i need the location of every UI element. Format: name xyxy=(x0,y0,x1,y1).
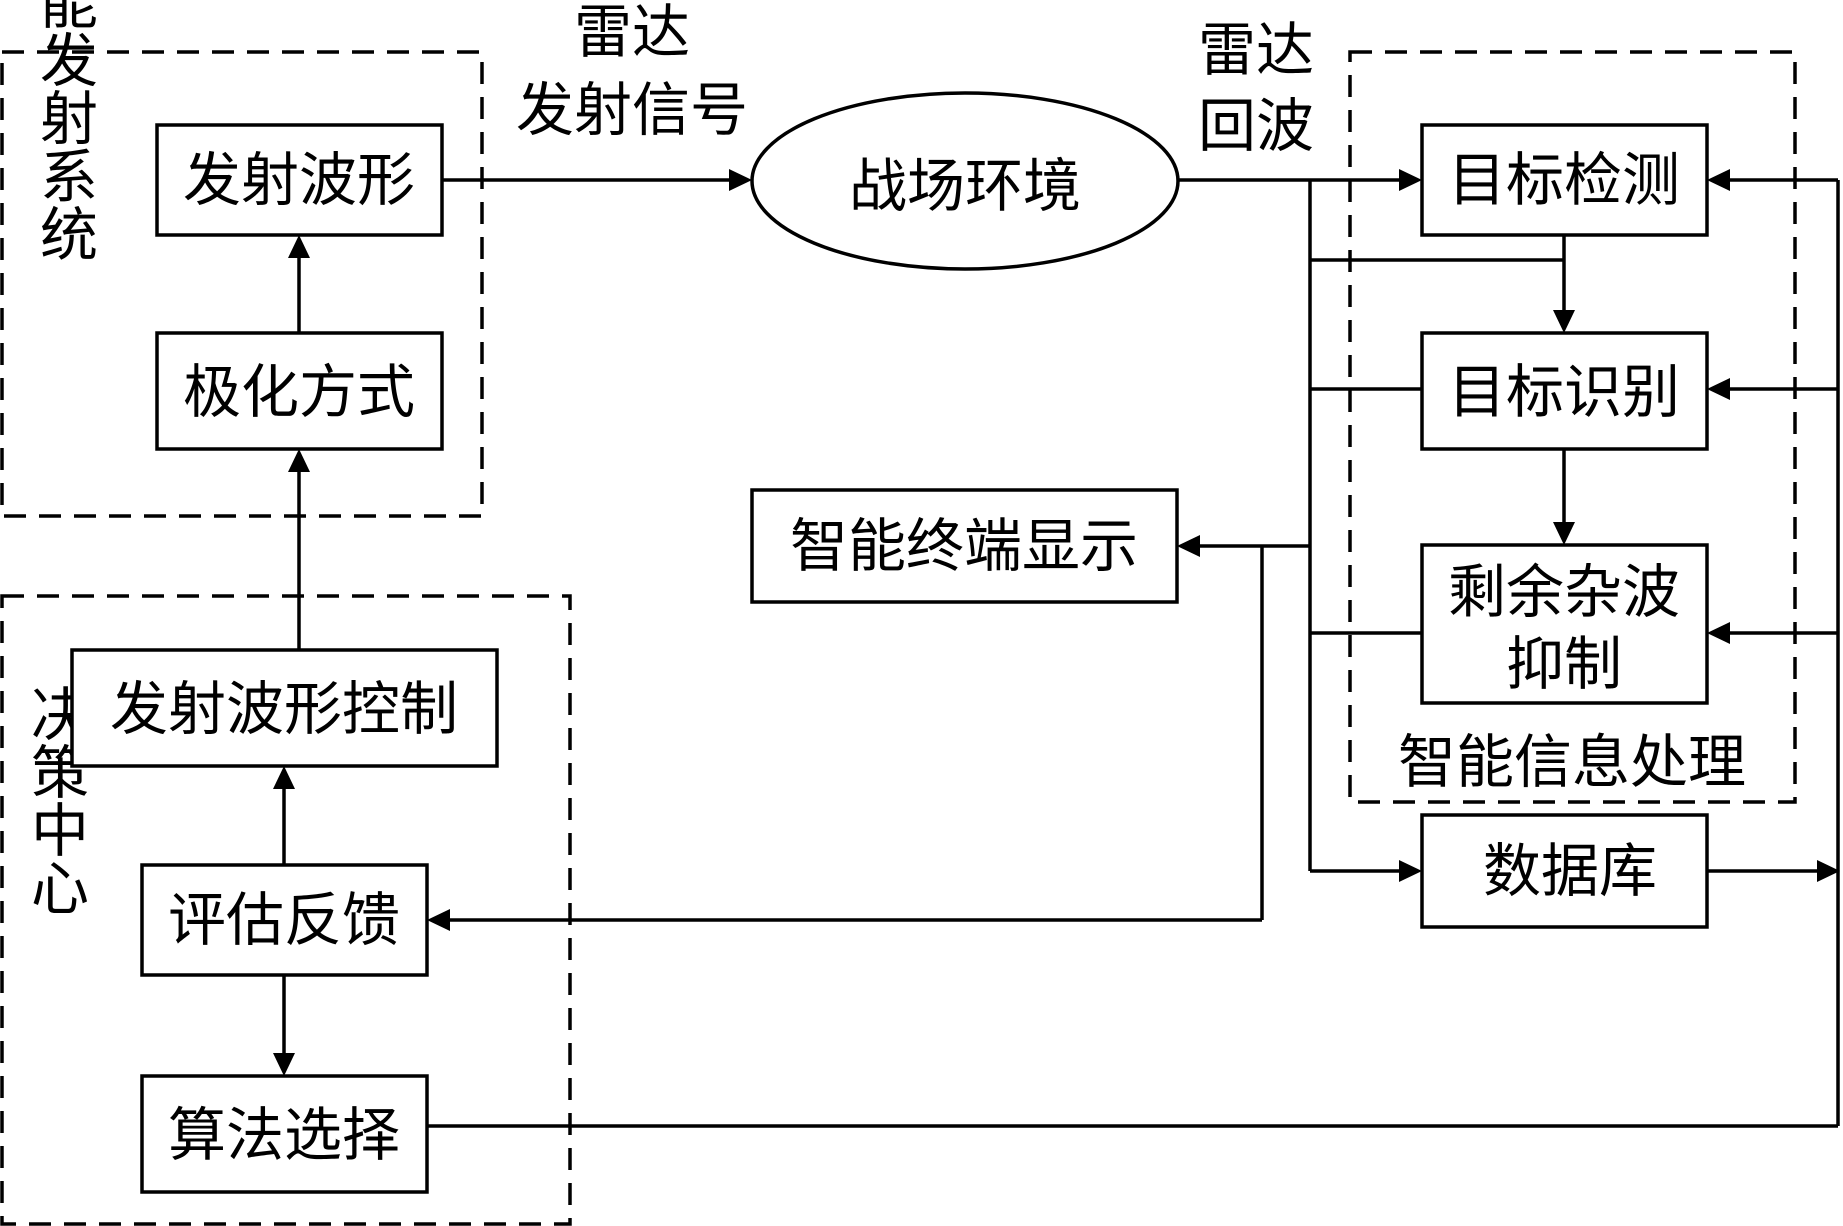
waveform-control-label: 发射波形控制 xyxy=(110,675,458,743)
algorithm-selection-box xyxy=(140,1074,429,1194)
algo-to-detection-arrow xyxy=(1707,169,1730,191)
detection-to-recognition-arrow xyxy=(1553,310,1575,333)
battlefield-label: 战场环境 xyxy=(849,152,1081,220)
radar-tx-label-2: 发射信号 xyxy=(516,76,748,144)
evaluation-feedback-label: 评估反馈 xyxy=(168,886,400,954)
terminal-display-box xyxy=(750,488,1179,604)
feedback-to-control-arrow xyxy=(273,766,295,789)
radar-echo-label-1: 雷达 xyxy=(1198,16,1314,84)
battlefield-to-detection-arrow xyxy=(1399,169,1422,191)
terminal-display-label: 智能终端显示 xyxy=(790,512,1138,580)
feedback-to-algorithm-arrow xyxy=(273,1053,295,1076)
database-box xyxy=(1420,813,1709,929)
radar-echo-label-2: 回波 xyxy=(1198,92,1314,160)
algo-to-clutter-arrow xyxy=(1707,622,1730,644)
control-to-polarization-arrow xyxy=(288,449,310,472)
polarization-box xyxy=(155,331,444,451)
bus-to-terminal-arrow xyxy=(1177,535,1200,557)
database-label: 数据库 xyxy=(1483,837,1657,905)
algo-to-recognition-arrow xyxy=(1707,378,1730,400)
transmit-system-frame xyxy=(0,50,484,518)
bus-to-database-arrow xyxy=(1399,860,1422,882)
info-processing-frame xyxy=(1348,50,1797,804)
clutter-suppression-label-2: 抑制 xyxy=(1506,630,1622,698)
recognition-to-clutter-arrow xyxy=(1553,522,1575,545)
database-to-bus-arrow xyxy=(1817,860,1840,882)
waveform-control-box xyxy=(70,648,499,768)
target-recognition-label: 目标识别 xyxy=(1448,358,1680,426)
radar-tx-label-1: 雷达 xyxy=(574,0,690,66)
algorithm-selection-label: 算法选择 xyxy=(168,1101,400,1169)
waveform-label: 发射波形 xyxy=(183,146,415,214)
polarization-to-waveform-arrow xyxy=(288,235,310,258)
polarization-label: 极化方式 xyxy=(183,358,415,426)
target-recognition-box xyxy=(1420,331,1709,451)
transmit-system-label: 智能发射系统 xyxy=(30,0,98,262)
waveform-box xyxy=(155,123,444,237)
waveform-to-battlefield-arrow xyxy=(729,169,752,191)
decision-center-frame xyxy=(0,594,572,1226)
target-detection-label: 目标检测 xyxy=(1448,146,1680,214)
clutter-suppression-box xyxy=(1420,543,1709,705)
clutter-suppression-label-1: 剩余杂波 xyxy=(1448,558,1680,626)
info-processing-label: 智能信息处理 xyxy=(1398,728,1746,796)
feedback-return-arrow xyxy=(427,909,450,931)
